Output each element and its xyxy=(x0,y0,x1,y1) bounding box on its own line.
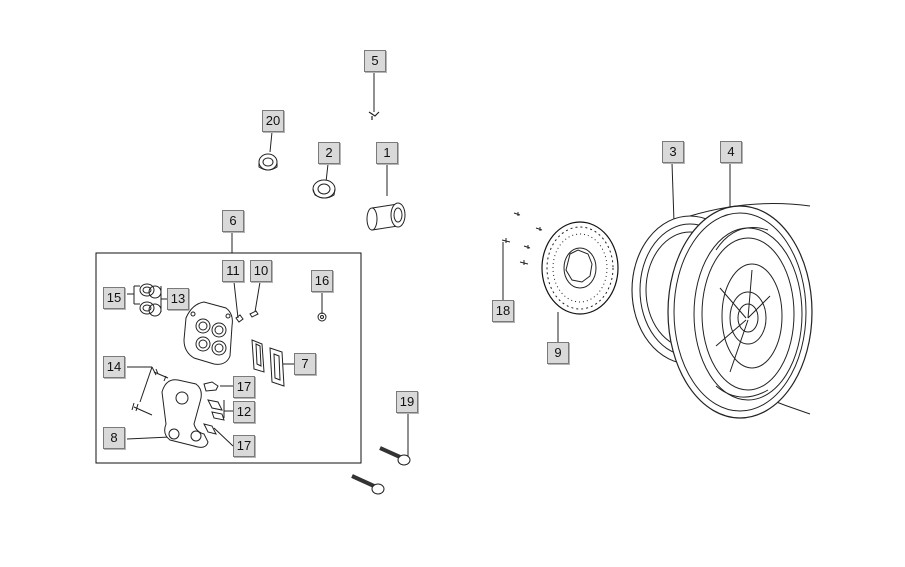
callout-15[interactable]: 15 xyxy=(103,287,125,309)
callout-18[interactable]: 18 xyxy=(492,300,514,322)
callout-11[interactable]: 11 xyxy=(222,260,244,282)
callout-7[interactable]: 7 xyxy=(294,353,316,375)
callout-12[interactable]: 12 xyxy=(233,401,255,423)
callout-17-lower[interactable]: 17 xyxy=(233,435,255,457)
callout-1[interactable]: 1 xyxy=(376,142,398,164)
callout-8[interactable]: 8 xyxy=(103,427,125,449)
callout-13[interactable]: 13 xyxy=(167,288,189,310)
callout-6[interactable]: 6 xyxy=(222,210,244,232)
callout-5[interactable]: 5 xyxy=(364,50,386,72)
callout-19[interactable]: 19 xyxy=(396,391,418,413)
callout-4[interactable]: 4 xyxy=(720,141,742,163)
callout-17-upper[interactable]: 17 xyxy=(233,376,255,398)
callout-3[interactable]: 3 xyxy=(662,141,684,163)
callout-9[interactable]: 9 xyxy=(547,342,569,364)
callout-2[interactable]: 2 xyxy=(318,142,340,164)
callout-14[interactable]: 14 xyxy=(103,356,125,378)
callout-10[interactable]: 10 xyxy=(250,260,272,282)
callout-20[interactable]: 20 xyxy=(262,110,284,132)
callout-16[interactable]: 16 xyxy=(311,270,333,292)
